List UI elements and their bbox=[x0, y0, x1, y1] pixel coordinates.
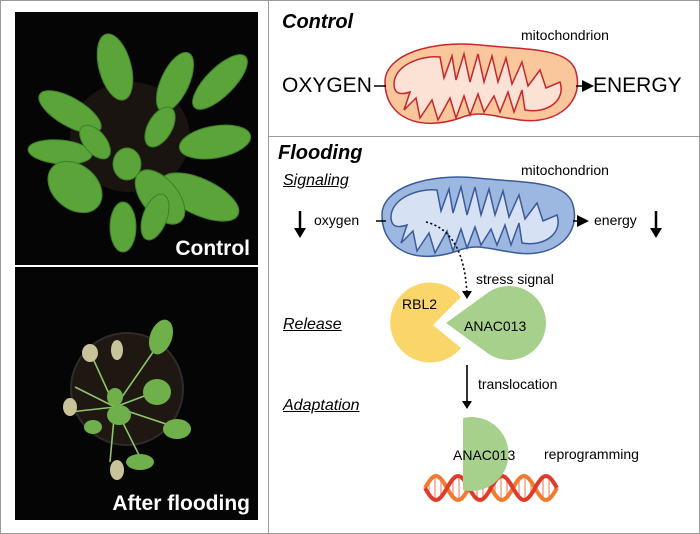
control-section-title: Control bbox=[282, 11, 354, 33]
flooding-mitochondrion bbox=[381, 176, 576, 258]
control-energy-label: ENERGY bbox=[593, 74, 682, 97]
anac013-bound-label: ANAC013 bbox=[453, 447, 516, 463]
control-oxygen-label: OXYGEN bbox=[282, 74, 372, 97]
control-plant-photo: Control bbox=[15, 12, 258, 265]
rbl2-protein-shape bbox=[390, 282, 461, 363]
vertical-divider bbox=[268, 0, 269, 534]
flood-energy-label: energy bbox=[594, 212, 637, 228]
stage-adaptation-label: Adaptation bbox=[283, 397, 360, 414]
wilted-rosette-illustration bbox=[63, 319, 191, 480]
translocation-arrowhead-icon bbox=[462, 401, 472, 409]
dna-helix-icon bbox=[423, 474, 559, 502]
horizontal-divider bbox=[269, 136, 700, 137]
anac013-bound-shape bbox=[463, 416, 509, 492]
flooding-mitochondrion-label: mitochondrion bbox=[521, 162, 609, 178]
oxygen-decrease-arrow-icon bbox=[294, 211, 306, 238]
translocation-label: translocation bbox=[478, 376, 558, 392]
stress-signal-label: stress signal bbox=[476, 271, 554, 287]
flood-oxygen-label: oxygen bbox=[314, 212, 360, 228]
stress-signal-arrowhead-icon bbox=[462, 291, 472, 299]
healthy-rosette-illustration bbox=[27, 33, 252, 253]
anac013-protein-shape bbox=[446, 286, 546, 360]
control-mitochondrion-label: mitochondrion bbox=[521, 27, 609, 43]
dna-strand-a bbox=[423, 474, 559, 502]
flooding-photo-caption: After flooding bbox=[112, 492, 250, 515]
stress-signal-path bbox=[425, 221, 468, 296]
stage-release-label: Release bbox=[283, 316, 342, 333]
reprogramming-label: reprogramming bbox=[544, 446, 639, 462]
energy-decrease-arrow-icon bbox=[650, 211, 662, 238]
rbl2-label: RBL2 bbox=[402, 296, 438, 312]
control-mitochondrion bbox=[384, 43, 579, 125]
control-photo-caption: Control bbox=[175, 237, 250, 260]
flooded-plant-photo: After flooding bbox=[15, 267, 258, 520]
anac013-label: ANAC013 bbox=[464, 318, 527, 334]
flooding-section-title: Flooding bbox=[278, 142, 363, 164]
stage-signaling-label: Signaling bbox=[283, 172, 349, 189]
